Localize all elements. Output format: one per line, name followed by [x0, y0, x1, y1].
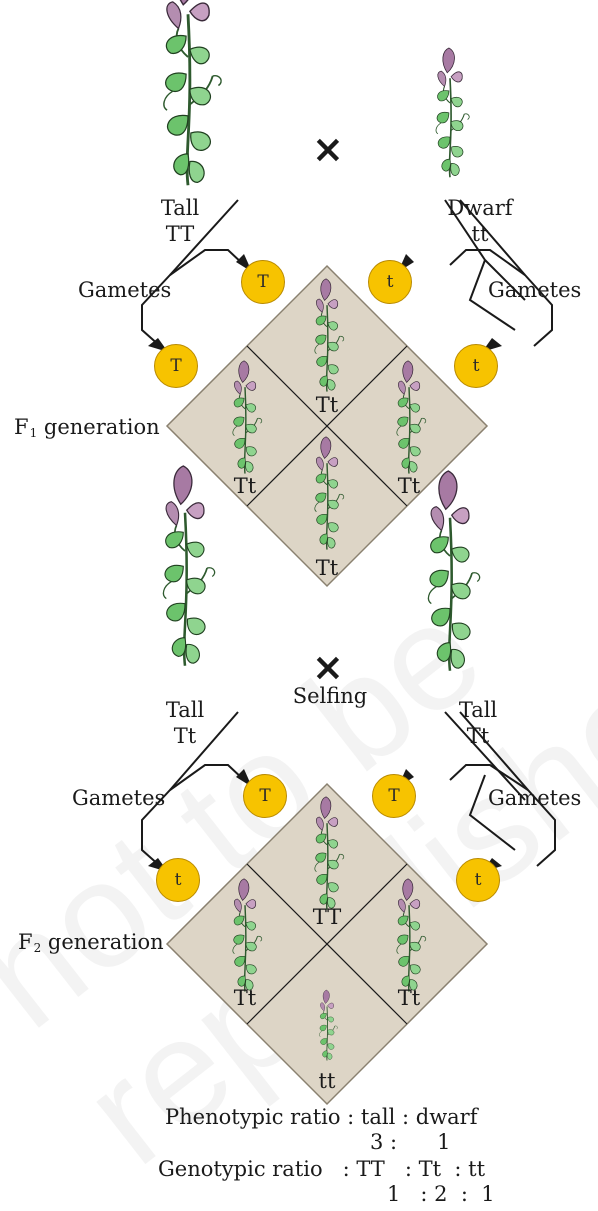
cross-symbol-p2: × [312, 645, 344, 689]
f1-generation-label: F1 generation [14, 415, 160, 440]
gamete-circle: T [154, 344, 198, 388]
right-parent-genotype: Tt [466, 724, 490, 748]
plant-tall-tt-left [162, 464, 216, 668]
tall-parent-phenotype: Tall [160, 196, 200, 220]
f2-generation-label: F2 generation [18, 930, 164, 955]
f2-cell-left-genotype: Tt [233, 986, 257, 1010]
left-parent-genotype: Tt [173, 724, 197, 748]
plant-tall-tt-right [427, 469, 481, 673]
left-parent-phenotype: Tall [165, 698, 205, 722]
right-parent-phenotype: Tall [458, 698, 498, 722]
plant-dwarf-parent [435, 47, 471, 179]
gamete-circle: T [372, 774, 416, 818]
gametes-label-left-p1: Gametes [78, 278, 172, 302]
gamete-circle: T [243, 774, 287, 818]
f2-cell-right-genotype: Tt [397, 986, 421, 1010]
punnett-square-f2 [165, 782, 489, 1106]
gamete-circle: t [456, 858, 500, 902]
gamete-arrows-p2 [141, 711, 556, 867]
gamete-circle: t [454, 344, 498, 388]
f1-cell-left-genotype: Tt [233, 474, 257, 498]
f2-cell-bottom-genotype: tt [318, 1069, 336, 1093]
gamete-circle: t [368, 260, 412, 304]
dwarf-parent-genotype: tt [471, 222, 489, 246]
tall-parent-genotype: TT [165, 222, 195, 246]
gametes-label-right-p2: Gametes [488, 786, 582, 810]
gametes-label-left-p2: Gametes [72, 786, 166, 810]
plant-tall-parent [162, 0, 223, 187]
f1-cell-top-genotype: Tt [315, 393, 339, 417]
f1-cell-right-genotype: Tt [397, 474, 421, 498]
selfing-label: Selfing [292, 684, 368, 708]
phenotypic-ratio-label: Phenotypic ratio : tall : dwarf [165, 1105, 478, 1129]
phenotypic-ratio-values: 3 : 1 [370, 1130, 451, 1154]
genotypic-ratio-values: 1 : 2 : 1 [387, 1182, 495, 1206]
genotypic-ratio-label: Genotypic ratio : TT : Tt : tt [158, 1157, 486, 1181]
cross-symbol-p1: × [312, 127, 344, 171]
gamete-circle: T [241, 260, 285, 304]
gametes-label-right-p1: Gametes [488, 278, 582, 302]
f2-cell-top-genotype: TT [312, 905, 342, 929]
punnett-square-f1 [165, 264, 489, 588]
f1-cell-bottom-genotype: Tt [315, 556, 339, 580]
gamete-arrows-p1 [141, 199, 553, 347]
dwarf-parent-phenotype: Dwarf [447, 196, 513, 220]
gamete-circle: t [156, 858, 200, 902]
